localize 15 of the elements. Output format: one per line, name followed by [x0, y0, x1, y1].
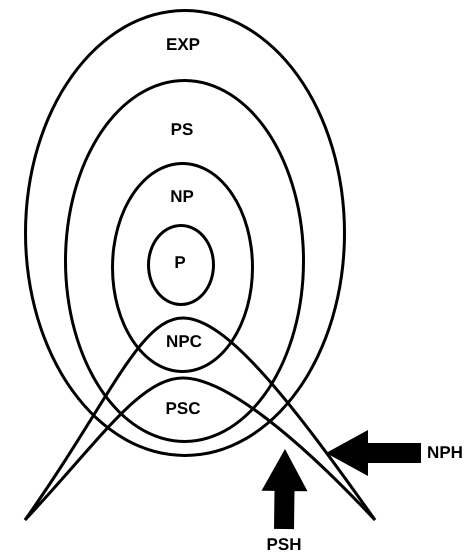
block-arrow [326, 430, 421, 476]
set-ellipse [64, 79, 305, 443]
set-ellipse [111, 162, 254, 373]
class-label: NP [170, 187, 194, 207]
set-ellipse [24, 9, 346, 457]
class-label: PSH [266, 535, 302, 555]
class-label: PSC [166, 399, 200, 419]
class-label: PS [170, 120, 194, 140]
class-label: NPC [166, 332, 202, 352]
class-label: EXP [166, 35, 200, 55]
bell-curve [22, 375, 378, 523]
class-label: NPH [427, 443, 463, 463]
class-label: P [174, 253, 186, 273]
block-arrow [262, 449, 308, 530]
set-ellipse [147, 224, 215, 306]
